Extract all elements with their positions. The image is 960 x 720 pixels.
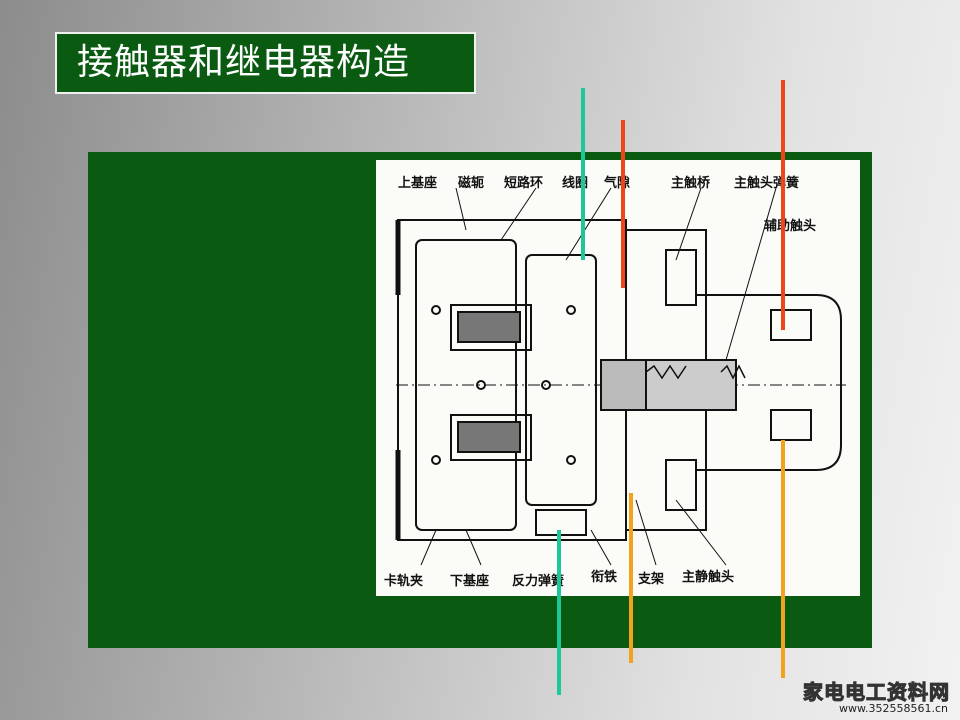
orange-marker-line-left (629, 493, 633, 663)
red-marker-line-right (781, 80, 785, 330)
label-auxiliary-contact: 辅助触头 (764, 219, 817, 234)
orange-marker-line-right (781, 440, 785, 678)
label-main-static-contact: 主静触头 (682, 570, 735, 585)
red-marker-line-left (621, 120, 625, 288)
label-main-contact-spring: 主触头弹簧 (734, 176, 800, 191)
label-main-contact-bridge: 主触桥 (671, 176, 711, 191)
label-reaction-spring: 反力弹簧 (512, 574, 565, 589)
teal-marker-line-bottom (557, 530, 561, 695)
label-armature: 衔铁 (591, 570, 618, 585)
label-bracket: 支架 (638, 572, 665, 587)
slide-title: 接触器和继电器构造 (55, 32, 476, 94)
label-rail-clip: 卡轨夹 (384, 574, 424, 589)
watermark-url: www.352558561.cn (839, 702, 948, 715)
teal-marker-line-top (581, 88, 585, 260)
label-lower-base: 下基座 (450, 574, 490, 589)
contactor-diagram: 上基座 磁轭 短路环 线圈 气隙 主触桥 主触头弹簧 辅助触头 卡轨夹 下基座 … (376, 160, 860, 596)
label-shading-ring: 短路环 (504, 176, 544, 191)
contactor-drawing (395, 187, 846, 566)
label-yoke: 磁轭 (458, 176, 485, 191)
label-air-gap: 气隙 (604, 176, 631, 191)
watermark-name: 家电电工资料网 (803, 680, 950, 705)
label-upper-base: 上基座 (398, 176, 438, 191)
